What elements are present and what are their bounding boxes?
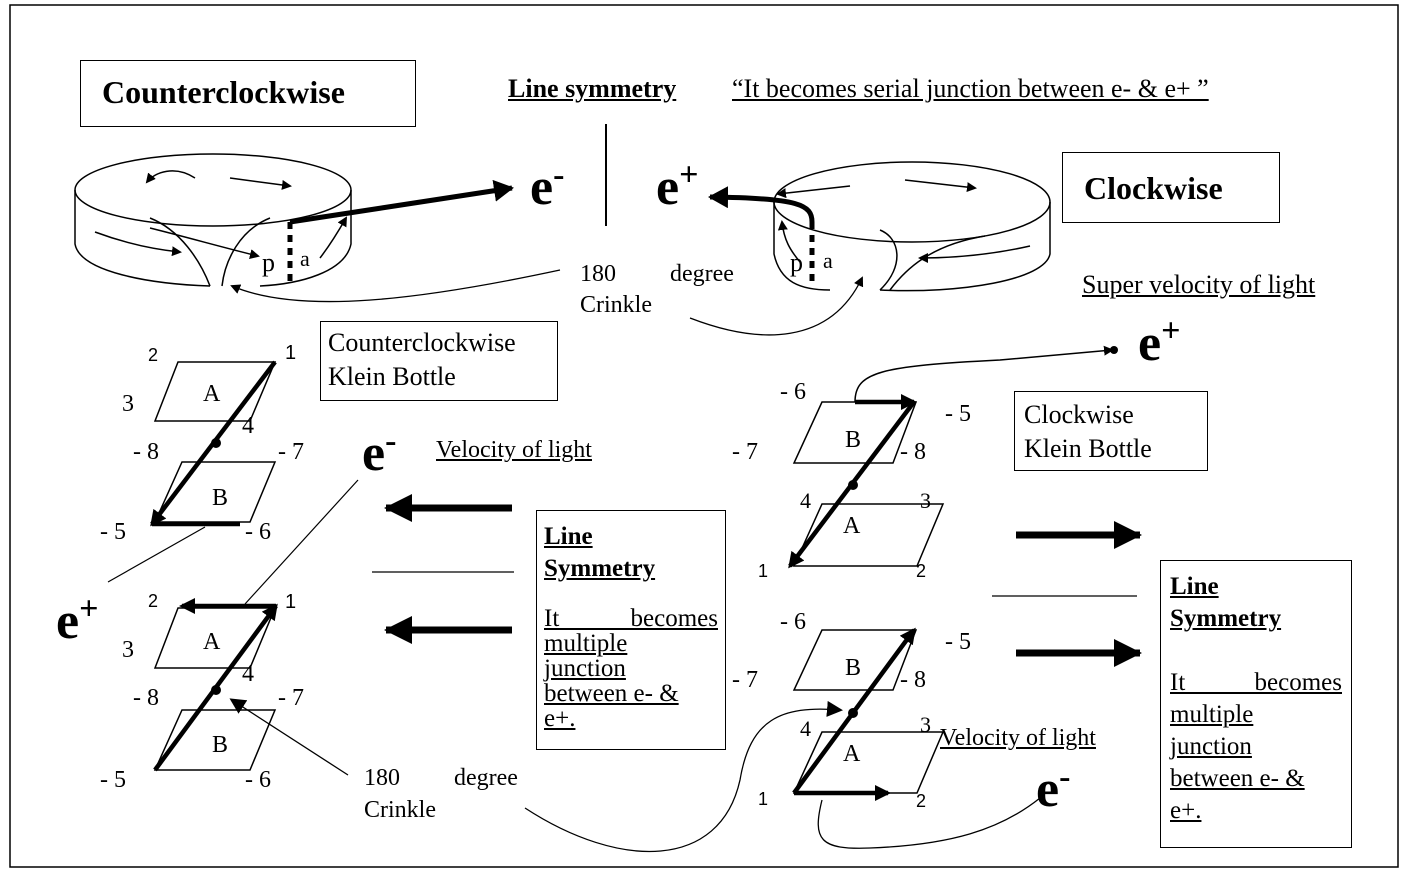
ll-m6: - 6 bbox=[245, 767, 271, 793]
ccw-title-box bbox=[80, 60, 416, 127]
cw-title-box bbox=[1062, 152, 1280, 223]
rl-m6: - 6 bbox=[780, 609, 806, 635]
ccw-klein-box bbox=[320, 321, 558, 401]
lu-n1: 1 bbox=[285, 342, 297, 364]
lu-m7: - 7 bbox=[278, 439, 304, 465]
velocity-left: Velocity of light bbox=[436, 437, 592, 463]
e-plus-super: e+ bbox=[1138, 312, 1181, 372]
middle-body-3: between e- & bbox=[544, 680, 679, 707]
middle-body-2: junction bbox=[544, 655, 626, 682]
middle-body-4: e+. bbox=[544, 705, 576, 732]
right-body-0: It becomes bbox=[1170, 669, 1342, 696]
ccw-klein-line1: Counterclockwise bbox=[328, 328, 516, 357]
lu-m6: - 6 bbox=[245, 519, 271, 545]
middle-body-1: multiple bbox=[544, 630, 628, 657]
right-body-1: multiple bbox=[1170, 701, 1254, 728]
ccw-p-label: p bbox=[262, 248, 275, 277]
e-minus-right: e- bbox=[1036, 758, 1071, 818]
ccw-klein-line2: Klein Bottle bbox=[328, 362, 456, 391]
e-minus-left: e- bbox=[362, 422, 397, 482]
cw-emission-arrow bbox=[708, 186, 815, 223]
e-plus-left: e+ bbox=[56, 590, 99, 650]
middle-title-2: Symmetry bbox=[544, 555, 656, 582]
super-velocity-arrow bbox=[854, 345, 1114, 403]
lu-n4: 4 bbox=[242, 413, 254, 439]
rl-B: B bbox=[845, 655, 862, 681]
middle-symmetry-box bbox=[536, 510, 726, 750]
right-lower-klein bbox=[792, 629, 945, 794]
lu-n3: 3 bbox=[122, 391, 134, 417]
line-symmetry-heading: Line symmetry bbox=[508, 74, 677, 103]
ll-n4: 4 bbox=[242, 661, 254, 687]
ru-A: A bbox=[843, 513, 861, 539]
ll-m7: - 7 bbox=[278, 685, 304, 711]
right-body-3: between e- & bbox=[1170, 765, 1305, 792]
cw-klein-line2: Klein Bottle bbox=[1024, 434, 1152, 463]
ru-n4: 4 bbox=[800, 488, 811, 513]
ru-n1: 1 bbox=[758, 561, 769, 581]
cw-klein-box bbox=[1014, 391, 1208, 471]
lu-B: B bbox=[212, 485, 229, 511]
ru-m7: - 7 bbox=[732, 439, 758, 465]
ru-n2: 2 bbox=[916, 561, 927, 581]
serial-junction-quote: “It becomes serial junction between e- &… bbox=[732, 74, 1209, 103]
outer-frame bbox=[9, 4, 1399, 868]
right-body-2: junction bbox=[1170, 733, 1252, 760]
ll-m8: - 8 bbox=[133, 685, 159, 711]
right-upper-klein bbox=[792, 401, 945, 567]
right-title-2: Symmetry bbox=[1170, 605, 1282, 632]
left-upper-klein bbox=[153, 361, 277, 523]
ru-m5: - 5 bbox=[945, 401, 971, 427]
lu-m5: - 5 bbox=[100, 519, 126, 545]
ru-m8: - 8 bbox=[900, 439, 926, 465]
velocity-right: Velocity of light bbox=[940, 725, 1096, 751]
rl-m5: - 5 bbox=[945, 629, 971, 655]
e-plus-top: e+ bbox=[656, 156, 699, 216]
crinkle-left-word: Crinkle bbox=[364, 797, 436, 823]
right-symmetry-box bbox=[1160, 560, 1352, 848]
right-title-1: Line bbox=[1170, 573, 1219, 600]
ccw-torus bbox=[74, 153, 352, 287]
ll-n2: 2 bbox=[148, 591, 159, 611]
rl-n2: 2 bbox=[916, 791, 927, 811]
ll-n3: 3 bbox=[122, 637, 134, 663]
ll-m5: - 5 bbox=[100, 767, 126, 793]
crinkle-link-right bbox=[689, 276, 864, 336]
ll-n1: 1 bbox=[285, 591, 297, 613]
ll-A: A bbox=[203, 629, 221, 655]
ccw-emission-arrow bbox=[289, 179, 514, 225]
rl-A: A bbox=[843, 741, 861, 767]
cw-torus bbox=[773, 161, 1051, 292]
crinkle-left-degree: 180 degree bbox=[364, 765, 518, 791]
cw-klein-line1: Clockwise bbox=[1024, 400, 1134, 429]
cw-p-label: p bbox=[790, 248, 803, 277]
super-velocity-label: Super velocity of light bbox=[1082, 270, 1316, 299]
lu-A: A bbox=[203, 381, 221, 407]
rl-m7: - 7 bbox=[732, 667, 758, 693]
middle-body-0: It becomes bbox=[544, 605, 718, 632]
crinkle-link-left bbox=[230, 269, 561, 303]
ru-n3: 3 bbox=[920, 488, 931, 513]
rl-n1: 1 bbox=[758, 789, 769, 809]
rl-n4: 4 bbox=[800, 716, 811, 741]
cw-a-label: a bbox=[823, 248, 833, 273]
rl-m8: - 8 bbox=[900, 667, 926, 693]
ccw-a-label: a bbox=[300, 246, 310, 271]
ccw-title: Counterclockwise bbox=[102, 74, 345, 110]
left-crinkle-arrow bbox=[229, 698, 349, 776]
cw-title: Clockwise bbox=[1084, 170, 1223, 206]
ll-B: B bbox=[212, 732, 229, 758]
right-body-4: e+. bbox=[1170, 797, 1202, 824]
lu-m8: - 8 bbox=[133, 439, 159, 465]
e-minus-top: e- bbox=[530, 156, 565, 216]
ru-m6: - 6 bbox=[780, 379, 806, 405]
rl-n3: 3 bbox=[920, 712, 931, 737]
ru-B: B bbox=[845, 427, 862, 453]
crinkle-top-degree: 180 degree bbox=[580, 261, 734, 287]
middle-title-1: Line bbox=[544, 523, 593, 550]
lu-n2: 2 bbox=[148, 345, 159, 365]
crinkle-top-word: Crinkle bbox=[580, 292, 652, 318]
